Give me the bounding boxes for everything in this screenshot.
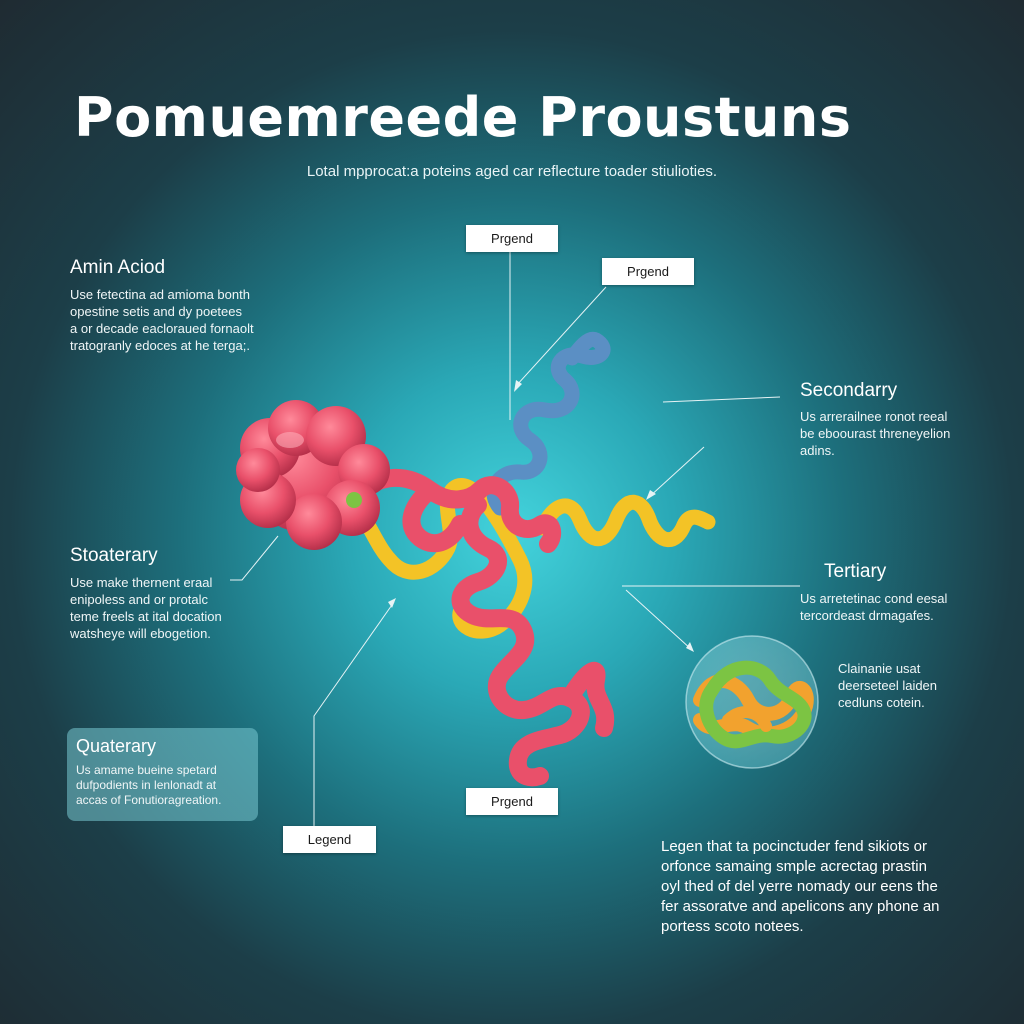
tertiary-heading: Tertiary — [824, 561, 887, 582]
page-subtitle: Lotal mpprocat:a poteins aged car reflec… — [306, 163, 718, 180]
amino-acid-heading: Amin Aciod — [70, 257, 166, 278]
connector-lines — [230, 252, 800, 828]
blue-chain — [486, 331, 611, 516]
label-box: Prgend — [602, 258, 694, 285]
quaternary-heading: Quaterary — [76, 736, 157, 756]
label-box: Prgend — [466, 225, 558, 252]
quaternary-text: Us amame bueine spetard dufpodients in l… — [76, 763, 222, 807]
amino-acid-text: Use fetectina ad amioma bonth opestine s… — [70, 287, 254, 353]
connector-line — [515, 286, 607, 387]
yellow-chain — [534, 494, 716, 548]
green-chain — [699, 660, 812, 749]
secondary-heading: Secondarry — [800, 380, 898, 401]
red-chain — [561, 661, 615, 737]
arrowhead — [514, 380, 522, 392]
tertiary-text: Us arretetinac cond eesal tercordeast dr… — [800, 591, 948, 623]
orange-chain — [693, 674, 814, 741]
green-joint — [346, 492, 362, 508]
legend-note-text: Legen that ta pocinctuder fend sikiots o… — [661, 838, 940, 935]
arrowhead — [686, 642, 694, 652]
connector-line — [647, 446, 705, 499]
connector-line — [313, 601, 395, 828]
stoaterary-heading: Stoaterary — [70, 545, 158, 566]
quaternary-panel: Quaterary Us amame bueine spetard dufpod… — [67, 728, 258, 821]
arrowheads — [388, 380, 694, 652]
connector-line — [662, 396, 781, 403]
legend-box: Legend — [283, 826, 376, 853]
stoaterary-text: Use make thernent eraal enipoless and or… — [70, 575, 222, 641]
connector-line — [230, 535, 279, 581]
globular-protein — [236, 400, 390, 550]
cluster-note-text: Clainanie usat deerseteel laiden cedluns… — [838, 661, 938, 710]
arrowhead — [388, 598, 396, 608]
page-title: Pomuemreede Proustuns — [74, 86, 852, 149]
tertiary-cluster — [685, 635, 819, 769]
secondary-text: Us arrerailnee ronot reeal be eboourast … — [800, 409, 951, 458]
orange-chain — [722, 706, 772, 732]
arrowhead — [646, 490, 656, 500]
connector-line — [625, 589, 693, 651]
red-chain — [346, 468, 590, 787]
label-box: Prgend — [466, 788, 558, 815]
